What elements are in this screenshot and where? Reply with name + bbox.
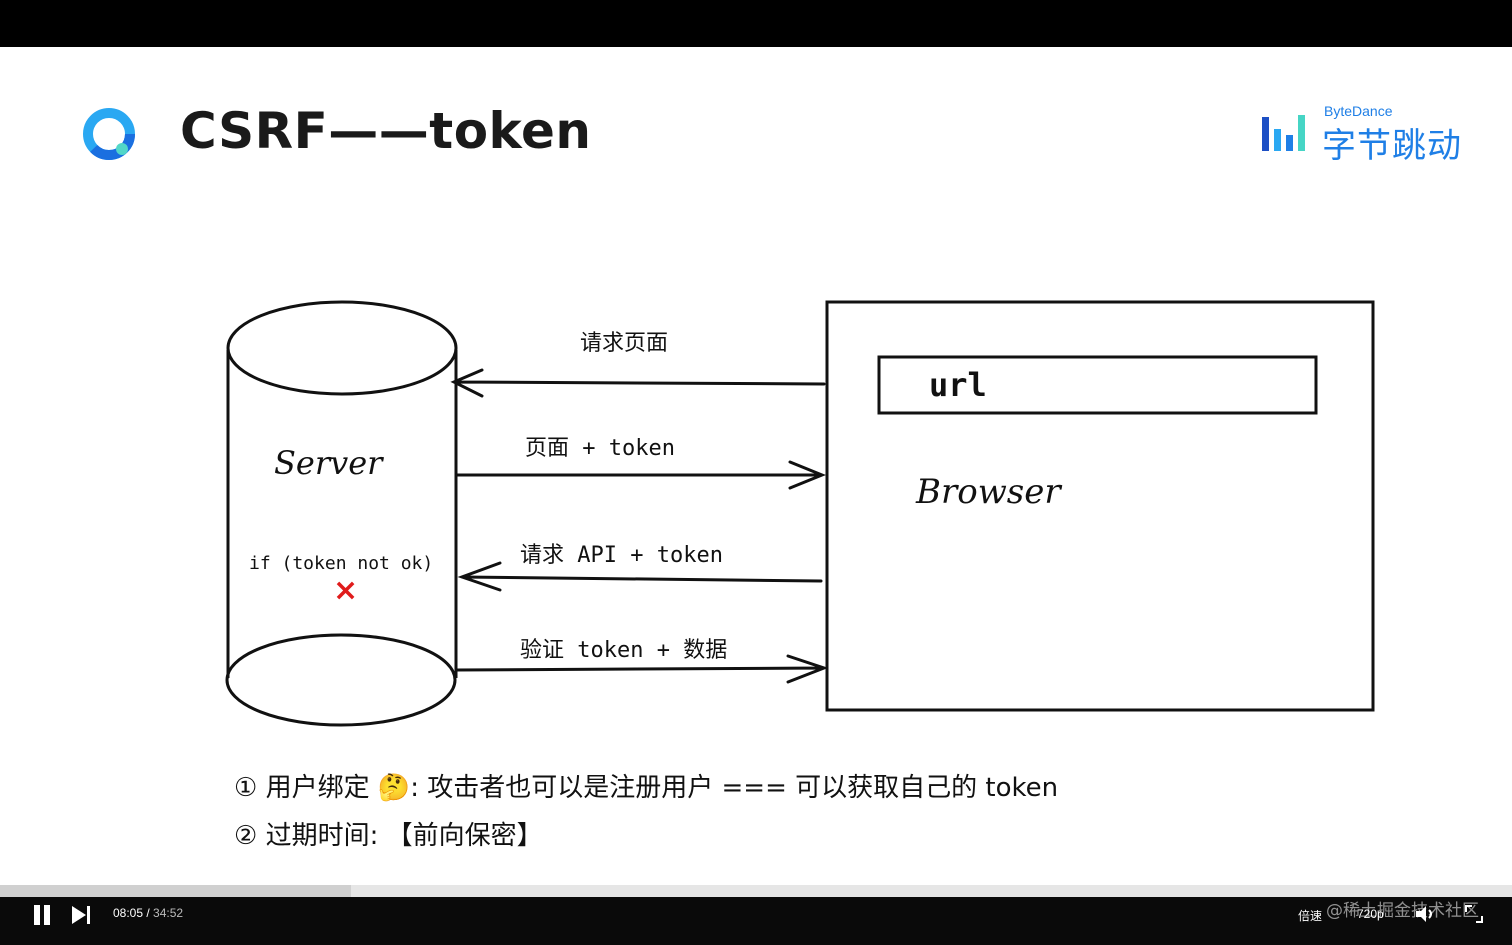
progress-bar-fill xyxy=(0,885,351,897)
slide: CSRF——token ByteDance 字节跳动 xyxy=(0,47,1512,885)
watermark: @稀土掘金技术社区 xyxy=(1326,901,1479,921)
browser-box xyxy=(825,300,1375,712)
browser-label: Browser xyxy=(916,472,1061,512)
arrow-page-token xyxy=(454,460,826,490)
brand-english: ByteDance xyxy=(1324,103,1393,119)
server-code-text: if (token not ok) xyxy=(249,553,434,574)
arrow-page-token-label: 页面 + token xyxy=(525,436,675,461)
time-separator: / xyxy=(143,906,154,920)
url-label: url xyxy=(929,366,987,404)
arrow-verify-data-label: 验证 token + 数据 xyxy=(520,638,728,663)
slide-title: CSRF——token xyxy=(180,102,592,160)
brand-chinese: 字节跳动 xyxy=(1322,126,1462,166)
csrf-diagram xyxy=(225,300,1375,727)
arrow-verify-data xyxy=(454,654,829,684)
progress-bar[interactable] xyxy=(0,885,1512,897)
speed-button[interactable]: 倍速 xyxy=(1298,909,1323,923)
server-cylinder xyxy=(225,300,458,727)
arrow-request-page xyxy=(450,368,826,398)
note-expiry: ② 过期时间: 【前向保密】 xyxy=(234,821,543,851)
next-button[interactable] xyxy=(70,905,92,925)
total-time: 34:52 xyxy=(153,906,184,920)
server-label: Server xyxy=(274,444,383,482)
time-display: 08:05 / 34:52 xyxy=(113,906,183,920)
arrow-request-api-label: 请求 API + token xyxy=(520,543,723,568)
note-user-binding: ① 用户绑定 🤔: 攻击者也可以是注册用户 === 可以获取自己的 token xyxy=(234,773,1059,803)
url-bar xyxy=(877,355,1318,415)
fail-cross-icon: × xyxy=(333,573,359,608)
course-logo-icon xyxy=(83,108,135,160)
pause-button[interactable] xyxy=(32,905,50,925)
quality-button[interactable]: 720p xyxy=(1357,907,1384,921)
video-top-letterbox xyxy=(0,0,1512,47)
volume-icon[interactable] xyxy=(1414,904,1438,924)
current-time: 08:05 xyxy=(113,906,144,920)
arrow-request-api xyxy=(457,561,823,592)
arrow-request-page-label: 请求页面 xyxy=(580,331,669,356)
bytedance-logo-icon xyxy=(1262,115,1305,151)
fullscreen-icon[interactable] xyxy=(1464,904,1484,924)
